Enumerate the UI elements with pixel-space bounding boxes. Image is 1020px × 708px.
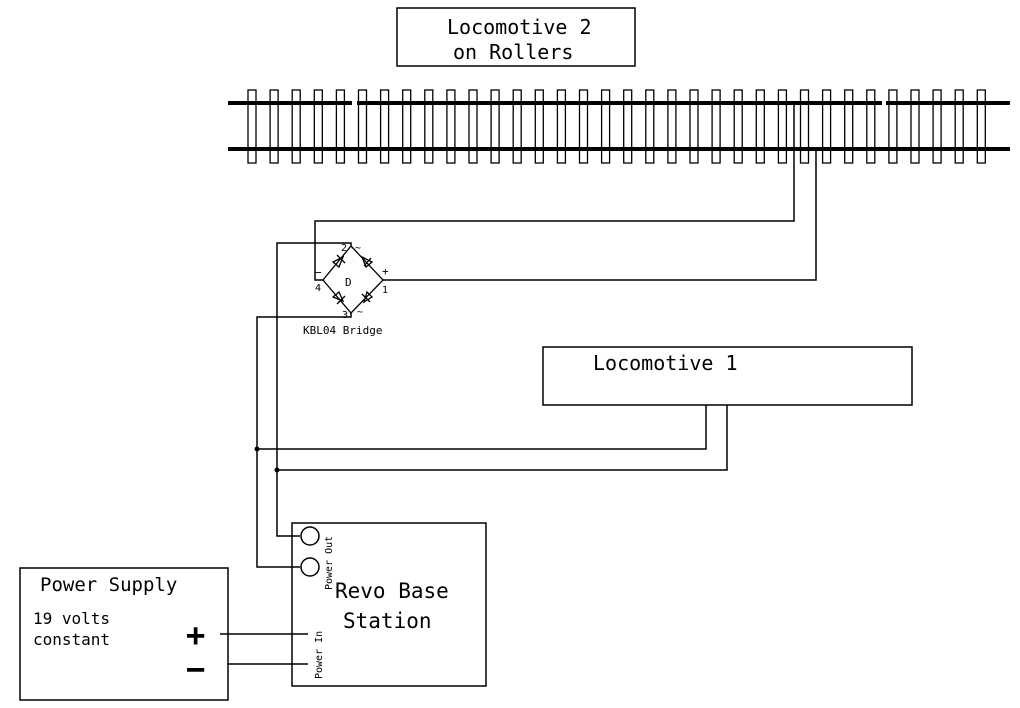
track-ties	[247, 89, 986, 164]
base-station-sublabel: Station	[343, 609, 432, 633]
track-tie	[335, 89, 346, 164]
track-tie	[424, 89, 434, 164]
bridge-rectifier: D 2 3 4 1 ~ ~ − + KBL04 Bridge	[303, 243, 389, 337]
diode-icon	[363, 257, 372, 267]
track-tie	[291, 89, 301, 164]
track-tie	[247, 89, 257, 164]
track-tie	[446, 89, 456, 164]
track-tie	[667, 89, 677, 164]
locomotive-2-label: Locomotive 2	[447, 15, 592, 39]
diode-icon	[331, 255, 345, 269]
base-station-box: Power Out Power In Revo Base Station	[291, 522, 487, 687]
track-tie	[689, 89, 699, 164]
power-supply-voltage: 19 volts	[33, 609, 110, 628]
diode-icon	[331, 290, 345, 303]
track-tie	[578, 89, 589, 164]
track-tie	[623, 89, 633, 164]
locomotive-1-box: Locomotive 1	[542, 346, 913, 406]
bridge-label: KBL04 Bridge	[303, 324, 382, 337]
track-tie	[711, 89, 721, 164]
track-tie	[733, 89, 743, 164]
bridge-ac-bottom: ~	[357, 307, 363, 318]
track-tie	[379, 89, 390, 164]
power-supply-plus: +	[186, 616, 205, 654]
track-tie	[799, 89, 810, 164]
track-tie	[534, 89, 544, 164]
track-tie	[600, 89, 611, 164]
track-tie	[821, 89, 832, 164]
base-station-label: Revo Base	[335, 579, 449, 603]
locomotive-2-box: Locomotive 2 on Rollers	[396, 7, 636, 67]
track-tie	[976, 89, 986, 164]
track-tie	[468, 89, 478, 164]
track-tie	[954, 89, 964, 164]
power-out-terminal	[300, 557, 320, 577]
bridge-center-mark: D	[345, 276, 352, 289]
diode-icon	[336, 254, 346, 264]
track-tie	[910, 89, 920, 164]
track-tie	[888, 89, 898, 164]
track-tie	[556, 89, 567, 164]
diode-icon	[360, 255, 374, 269]
wire-bridge-pin2-to-power-out	[276, 242, 352, 537]
bridge-minus: −	[315, 266, 322, 279]
wires	[220, 103, 817, 665]
bridge-pin-3: 3	[342, 310, 348, 321]
track-tie	[512, 89, 522, 164]
wire-locomotive-1-b	[277, 405, 728, 471]
track-tie	[402, 89, 412, 164]
bridge-pin-1: 1	[382, 285, 388, 296]
track-tie	[844, 89, 854, 164]
track-tie	[866, 89, 876, 164]
power-supply-box: Power Supply 19 volts constant + −	[19, 567, 229, 701]
junction-dot	[274, 467, 280, 473]
track-tie	[313, 89, 323, 164]
track-tie	[490, 89, 500, 164]
bridge-plus: +	[382, 265, 389, 278]
locomotive-1-label: Locomotive 1	[593, 351, 738, 375]
wire-bridge-pin3-to-power-out	[256, 313, 352, 568]
bridge-ac-top: ~	[355, 243, 361, 254]
track	[228, 89, 1010, 164]
power-in-label: Power In	[314, 631, 325, 679]
locomotive-2-sublabel: on Rollers	[453, 40, 573, 64]
bridge-diamond	[322, 245, 384, 314]
power-out-terminal	[300, 526, 320, 546]
track-tie	[932, 89, 942, 164]
diode-icon	[361, 293, 371, 303]
bridge-pin-4: 4	[315, 283, 321, 294]
power-out-label: Power Out	[324, 536, 335, 590]
wire-locomotive-1-a	[257, 405, 707, 450]
track-tie	[645, 89, 655, 164]
track-tie	[357, 89, 368, 164]
wire-bottom-rail-to-bridge-plus	[383, 149, 817, 281]
power-supply-minus: −	[186, 650, 205, 688]
power-supply-title: Power Supply	[40, 574, 177, 596]
power-supply-mode: constant	[33, 630, 110, 649]
track-tie	[269, 89, 279, 164]
junction-dot	[254, 446, 260, 452]
track-tie	[777, 89, 788, 164]
diode-icon	[336, 295, 346, 305]
diode-icons	[331, 254, 374, 305]
wire-top-rail-to-bridge-minus	[314, 103, 795, 281]
track-tie	[755, 89, 765, 164]
bridge-pin-2: 2	[341, 243, 347, 254]
